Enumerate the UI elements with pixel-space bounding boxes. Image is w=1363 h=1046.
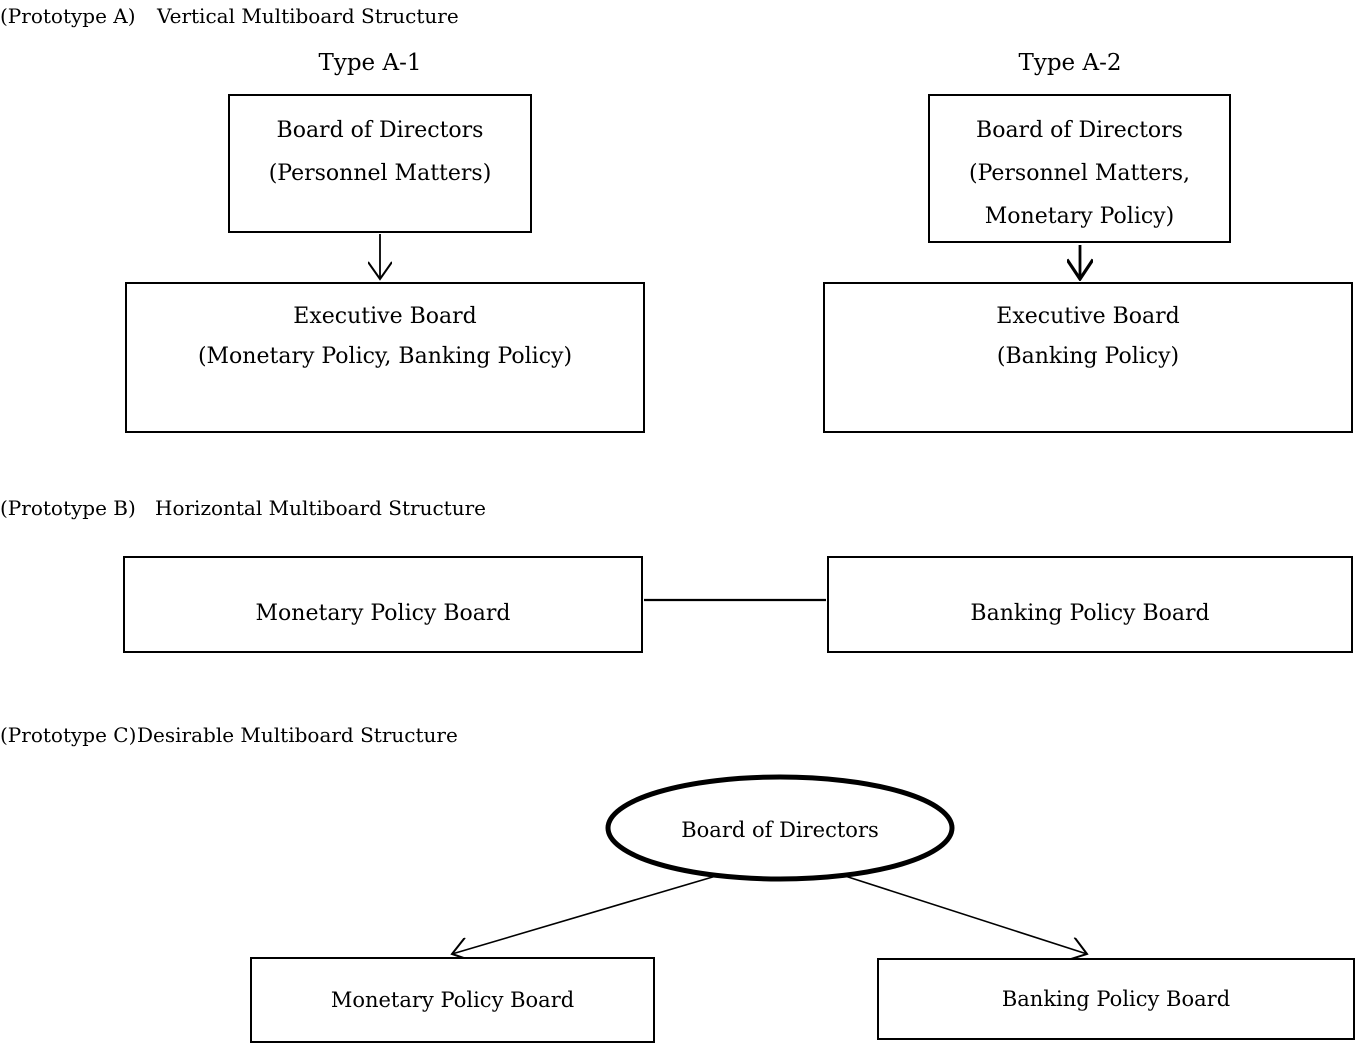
box-a1-board-line1: Board of Directors: [276, 118, 484, 143]
prototype-b-title: Horizontal Multiboard Structure: [155, 496, 486, 520]
box-b-monetary-policy-board: Monetary Policy Board: [123, 556, 643, 653]
prototype-a-label: (Prototype A): [0, 4, 136, 28]
box-a1-board-of-directors: Board of Directors (Personnel Matters): [228, 94, 532, 233]
box-a1-executive-board: Executive Board (Monetary Policy, Bankin…: [125, 282, 645, 433]
type-a1-label: Type A-1: [318, 50, 422, 76]
prototype-b-label: (Prototype B): [0, 496, 136, 520]
box-a2-board-line2: (Personnel Matters,: [969, 161, 1190, 186]
box-b-banking-policy-board: Banking Policy Board: [827, 556, 1353, 653]
box-c-monetary-policy-board: Monetary Policy Board: [250, 957, 655, 1043]
arrow-c-to-banking: [844, 875, 1087, 954]
box-a2-executive-board: Executive Board (Banking Policy): [823, 282, 1353, 433]
box-a2-exec-line1: Executive Board: [996, 304, 1180, 329]
box-a2-board-line3: Monetary Policy): [984, 204, 1175, 229]
box-a2-board-line1: Board of Directors: [976, 118, 1183, 143]
type-a2-label: Type A-2: [1018, 50, 1122, 76]
box-c-banking-policy-board: Banking Policy Board: [877, 958, 1355, 1040]
box-a1-exec-line2: (Monetary Policy, Banking Policy): [197, 344, 573, 369]
prototype-a-title: Vertical Multiboard Structure: [157, 4, 459, 28]
arrow-c-to-monetary: [452, 875, 717, 954]
box-a2-exec-line2: (Banking Policy): [996, 344, 1180, 369]
box-a1-exec-line1: Executive Board: [293, 304, 477, 329]
prototype-c-title: Desirable Multiboard Structure: [137, 723, 458, 747]
box-a1-board-line2: (Personnel Matters): [268, 161, 492, 186]
box-a2-board-of-directors: Board of Directors (Personnel Matters, M…: [928, 94, 1231, 243]
prototype-c-label: (Prototype C): [0, 723, 137, 747]
ellipse-board-of-directors-label: Board of Directors: [681, 818, 879, 842]
